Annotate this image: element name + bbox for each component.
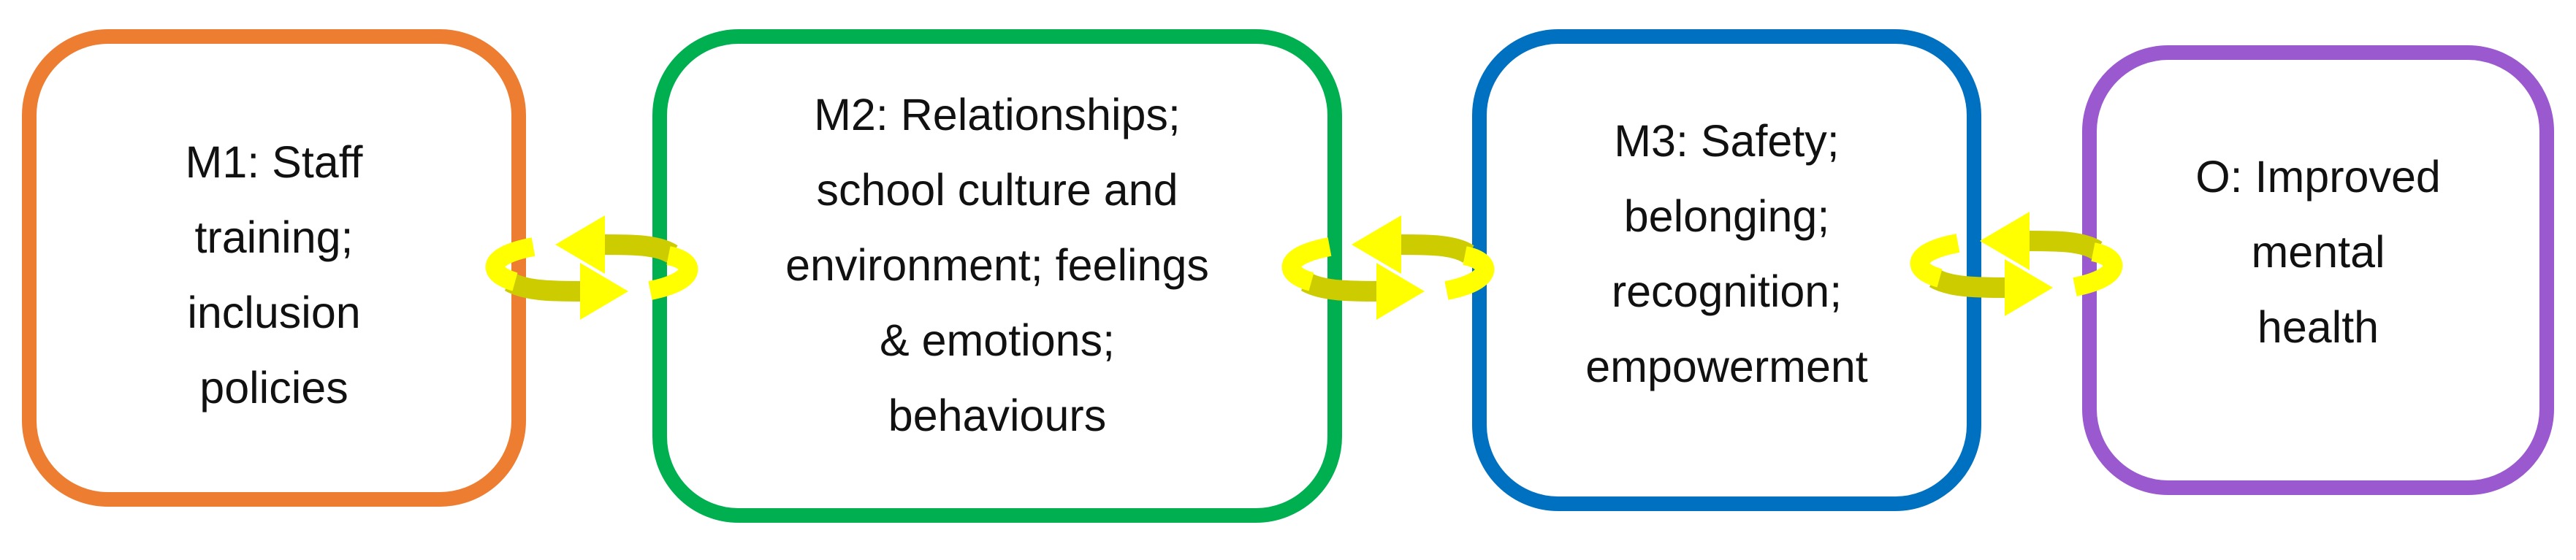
stage-box-o-outcome: O: Improved mental health [2082,45,2554,495]
stage-label-o: O: Improved mental health [2195,151,2441,352]
cycle-arrows-icon-m1-m2 [485,215,698,320]
stage-label-m1: M1: Staff training; inclusion policies [185,137,363,413]
stage-box-m3-safety: M3: Safety; belonging; recognition; empo… [1472,29,1981,511]
cycle-arrows-icon-m3-o [1910,212,2123,316]
cycle-arrows-icon-m2-m3 [1281,215,1495,320]
stage-box-m1-staff-training: M1: Staff training; inclusion policies [22,29,526,507]
stage-label-m2: M2: Relationships; school culture and en… [785,89,1209,440]
stage-box-m2-relationships: M2: Relationships; school culture and en… [652,29,1342,523]
stage-label-m3: M3: Safety; belonging; recognition; empo… [1585,115,1868,391]
